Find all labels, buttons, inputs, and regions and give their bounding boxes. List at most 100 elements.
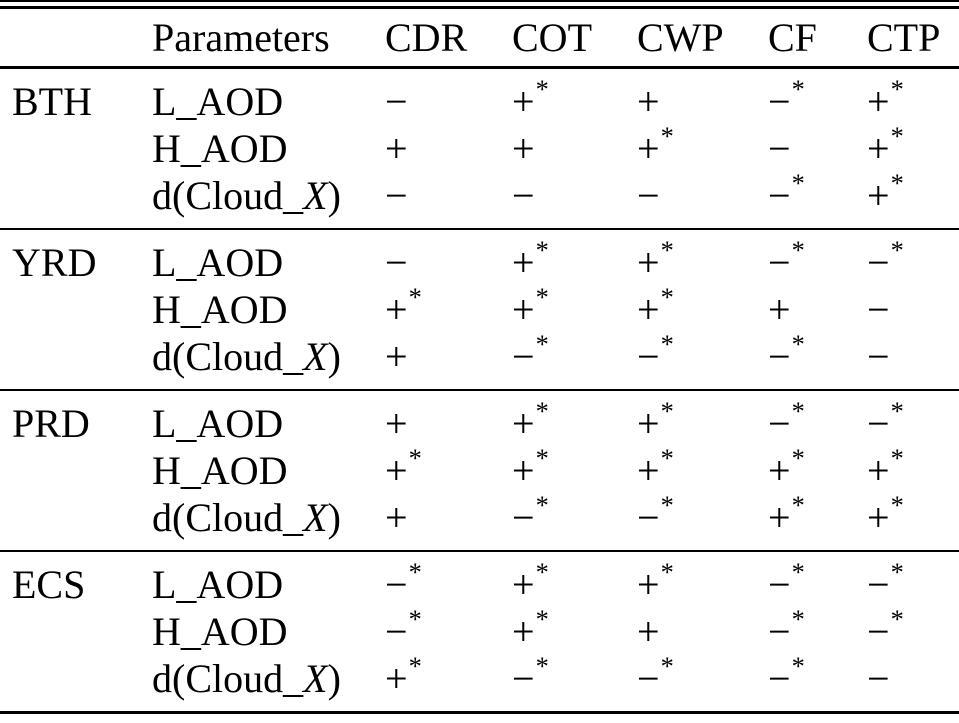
cell-value: + [385,333,408,379]
cell-value: +* [637,281,674,332]
region-label: YRD [12,239,97,285]
cell-value: + [385,400,408,446]
region-label: PRD [12,400,90,446]
table-row: ECS L_AOD −* +* +* −* −* [0,551,959,608]
table-row: d(Cloud_X) +* −* −* −* − [0,650,959,713]
cell-value: −* [512,650,549,701]
cell-value: +* [867,167,904,218]
cell-value: −* [867,234,904,285]
table-row: H_AOD + + +* − +* [0,120,959,172]
table-row: H_AOD +* +* +* + − [0,281,959,333]
cell-value: −* [512,489,549,540]
cell-value: −* [867,556,904,607]
column-header-cot: COT [512,14,592,60]
header-row: Parameters CDR COT CWP CF CTP [0,9,959,67]
cell-value: +* [768,442,805,493]
cell-value: +* [512,73,549,124]
cell-value: +* [512,395,549,446]
table-row: PRD L_AOD + +* +* −* −* [0,390,959,447]
cell-value: + [512,125,535,171]
cell-value: −* [385,603,422,654]
table-top-double-rule [0,0,959,9]
table-row: BTH L_AOD − +* + −* +* [0,67,959,125]
parameter-label: d(Cloud_X) [152,494,341,540]
cell-value: −* [637,650,674,701]
region-label: BTH [12,78,92,124]
section-bth: BTH L_AOD − +* + −* +* H_AOD + + +* − +*… [0,67,959,229]
region-cell-spacer [0,655,152,713]
parameter-label: d(Cloud_X) [152,655,341,701]
cell-value: + [385,494,408,540]
correlation-table: Parameters CDR COT CWP CF CTP BTH L_AOD … [0,9,959,714]
cell-value: +* [768,489,805,540]
table-row: H_AOD −* +* + −* −* [0,603,959,655]
table-row: d(Cloud_X) − − − −* +* [0,167,959,229]
region-cell-spacer [0,286,152,333]
cell-value: − [637,172,660,218]
parameter-label: d(Cloud_X) [152,333,341,379]
region-cell-spacer [0,172,152,229]
cell-value: − [867,333,890,379]
cell-value: − [385,172,408,218]
cell-value: +* [867,442,904,493]
cell-value: −* [867,395,904,446]
cell-value: +* [637,234,674,285]
cell-value: +* [637,120,674,171]
cell-value: −* [768,603,805,654]
cell-value: +* [385,281,422,332]
section-prd: PRD L_AOD + +* +* −* −* H_AOD +* +* +* +… [0,390,959,551]
region-cell-spacer [0,333,152,390]
cell-value: +* [512,281,549,332]
cell-value: −* [768,395,805,446]
cell-value: − [512,172,535,218]
parameter-label: H_AOD [152,286,288,332]
cell-value: −* [768,73,805,124]
cell-value: −* [637,328,674,379]
table-header: Parameters CDR COT CWP CF CTP [0,9,959,67]
parameter-label: H_AOD [152,608,288,654]
cell-value: −* [385,556,422,607]
cell-value: −* [768,234,805,285]
column-header-cwp: CWP [637,14,724,60]
cell-value: +* [385,650,422,701]
table-row: d(Cloud_X) + −* −* +* +* [0,489,959,551]
column-header-cdr: CDR [385,14,468,60]
region-label: ECS [12,561,86,607]
cell-value: +* [512,603,549,654]
cell-value: −* [768,556,805,607]
parameter-label: H_AOD [152,125,288,171]
cell-value: − [867,286,890,332]
column-header-ctp: CTP [867,14,941,60]
table-row: d(Cloud_X) + −* −* −* − [0,328,959,390]
parameter-label: H_AOD [152,447,288,493]
cell-value: + [768,286,791,332]
cell-value: +* [512,556,549,607]
table-row: H_AOD +* +* +* +* +* [0,442,959,494]
cell-value: − [768,125,791,171]
column-header-cf: CF [768,14,817,60]
cell-value: −* [637,489,674,540]
column-header-region [0,9,152,67]
cell-value: + [637,608,660,654]
parameter-label: L_AOD [152,239,284,285]
cell-value: +* [867,73,904,124]
cell-value: +* [512,442,549,493]
cell-value: +* [637,556,674,607]
cell-value: −* [768,650,805,701]
parameter-label: d(Cloud_X) [152,172,341,218]
cell-value: −* [768,167,805,218]
cell-value: +* [385,442,422,493]
parameter-label: L_AOD [152,561,284,607]
cell-value: −* [867,603,904,654]
cell-value: − [385,239,408,285]
cell-value: − [867,655,890,701]
cell-value: − [385,78,408,124]
section-ecs: ECS L_AOD −* +* +* −* −* H_AOD −* +* + −… [0,551,959,713]
cell-value: +* [637,395,674,446]
cell-value: +* [512,234,549,285]
cell-value: −* [512,328,549,379]
cell-value: +* [867,489,904,540]
cell-value: + [385,125,408,171]
cell-value: −* [768,328,805,379]
